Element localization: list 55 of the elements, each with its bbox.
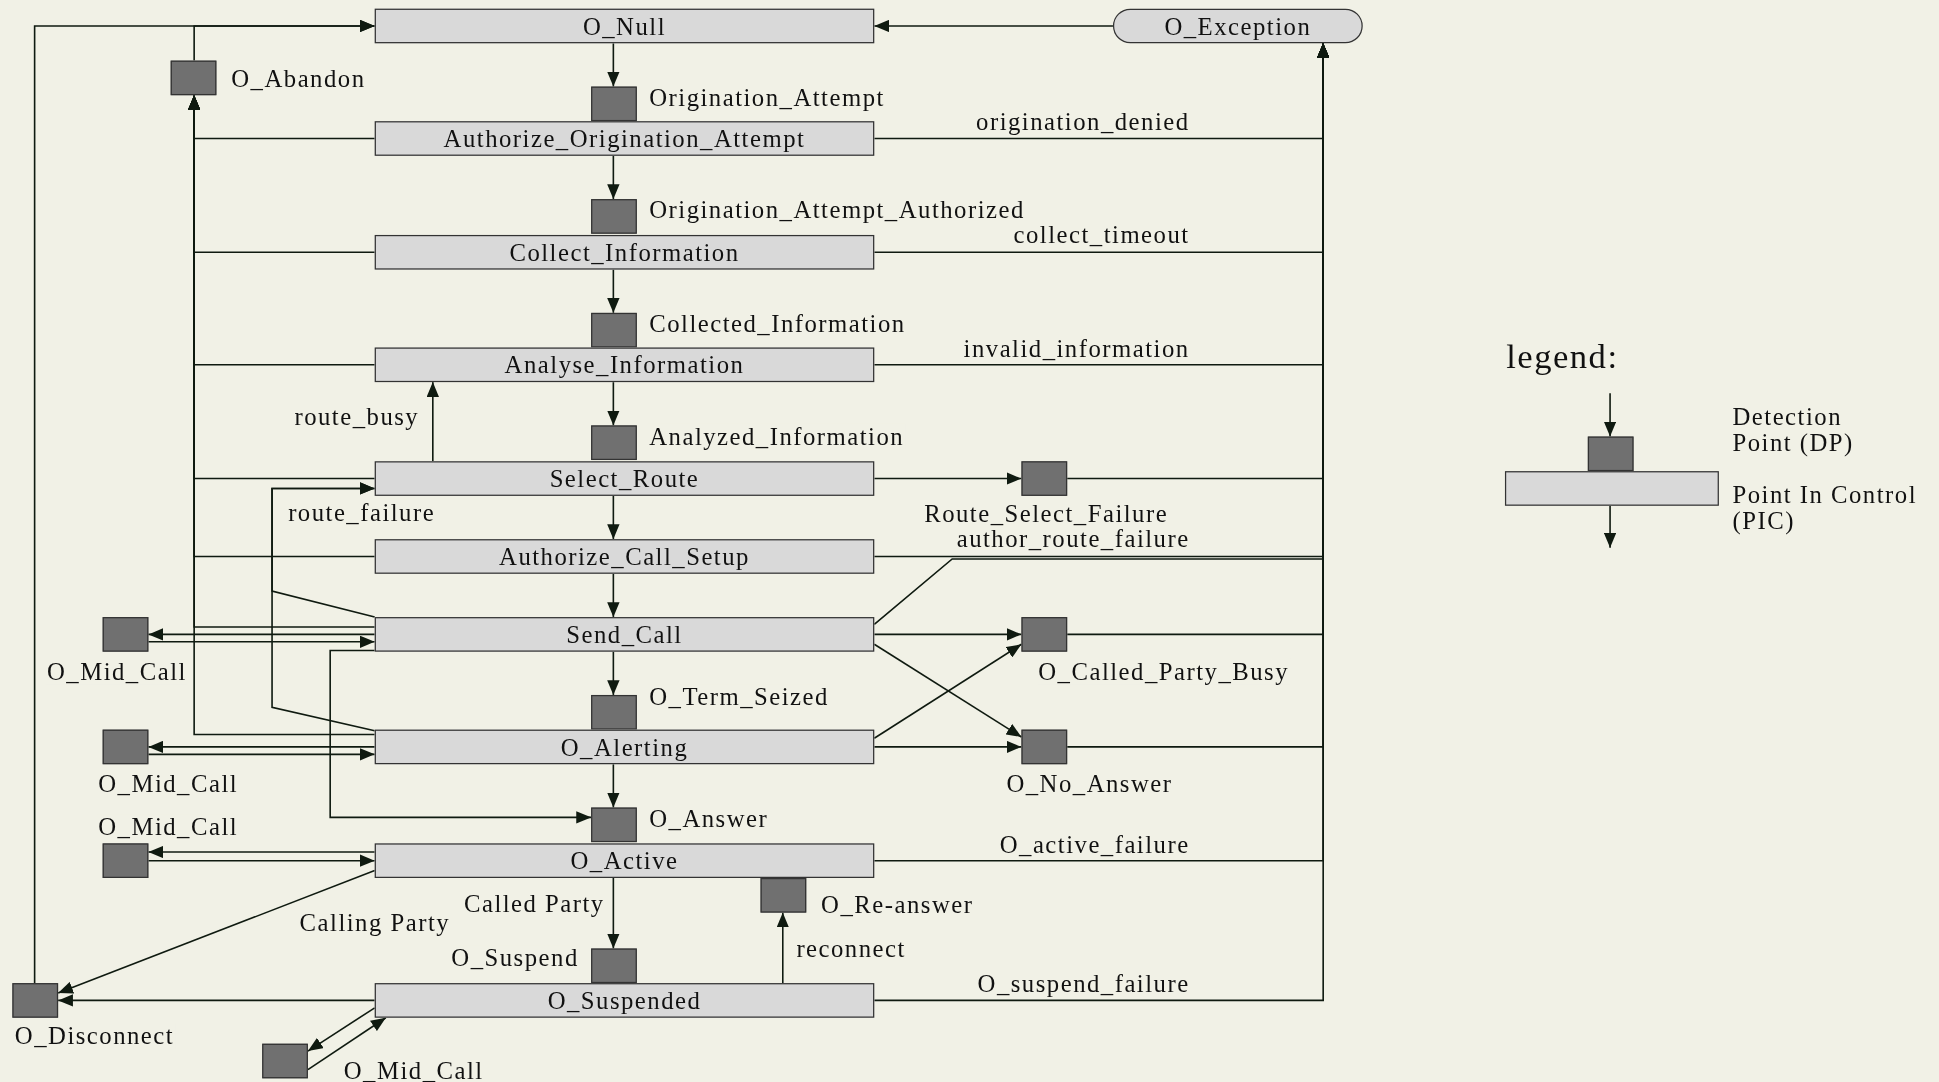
state-box: Authorize_Origination_Attempt: [374, 121, 875, 156]
state-box: O_Null: [374, 8, 875, 44]
edge-label: collect_timeout: [1013, 221, 1191, 248]
arrow: [607, 650, 620, 696]
arrow: [873, 472, 1023, 485]
arrow: [187, 94, 376, 736]
edge-label: route_busy: [293, 403, 421, 430]
arrow: [607, 495, 620, 540]
arrow: [607, 268, 620, 314]
arrow: [307, 1007, 376, 1052]
edge-label: O_active_failure: [998, 831, 1191, 858]
edge-label: Calling Party: [298, 909, 452, 936]
arrow: [57, 994, 376, 1007]
arrow: [776, 911, 789, 984]
state-box: Analyse_Information: [374, 347, 875, 383]
arrow: [271, 482, 376, 732]
arrow: [607, 42, 620, 88]
arrow: [147, 845, 376, 859]
arrow: [607, 381, 620, 427]
arrow: [147, 748, 376, 761]
arrow: [33, 19, 376, 984]
arrow: [873, 740, 1023, 754]
edge-label: reconnect: [795, 935, 907, 962]
state-box: O_Alerting: [374, 729, 875, 765]
node-label: Collected_Information: [648, 311, 907, 337]
state-box: O_Suspended: [374, 983, 875, 1018]
arrow: [57, 869, 376, 994]
state-box: Send_Call: [374, 617, 875, 652]
arrow: [607, 877, 620, 950]
state-pill: O_Exception: [1112, 8, 1363, 44]
arrow: [607, 155, 620, 200]
state-box: Collect_Information: [374, 234, 875, 270]
arrow: [147, 740, 376, 754]
arrow: [307, 1016, 387, 1071]
legend-heading: legend:: [1505, 337, 1620, 375]
legend-label: Point In Control (PIC): [1731, 482, 1918, 535]
arrow: [147, 635, 376, 648]
edge-label: invalid_information: [962, 335, 1191, 362]
arrow: [147, 854, 376, 867]
arrow: [426, 381, 439, 463]
edge-label: O_suspend_failure: [976, 971, 1191, 998]
state-box: O_Active: [374, 843, 875, 878]
state-box: Select_Route: [374, 461, 875, 496]
arrow: [329, 649, 592, 824]
edge-label: route_failure: [287, 500, 437, 527]
state-box: Authorize_Call_Setup: [374, 539, 875, 574]
edge-label: author_route_failure: [956, 526, 1191, 553]
arrow: [147, 628, 376, 641]
arrow: [607, 573, 620, 618]
arrow: [873, 19, 1114, 33]
legend-label: Detection Point (DP): [1731, 404, 1855, 457]
arrow: [873, 628, 1023, 641]
edge-label: Called Party: [462, 891, 606, 917]
edge-label: origination_denied: [975, 109, 1191, 136]
arrow: [607, 763, 620, 809]
